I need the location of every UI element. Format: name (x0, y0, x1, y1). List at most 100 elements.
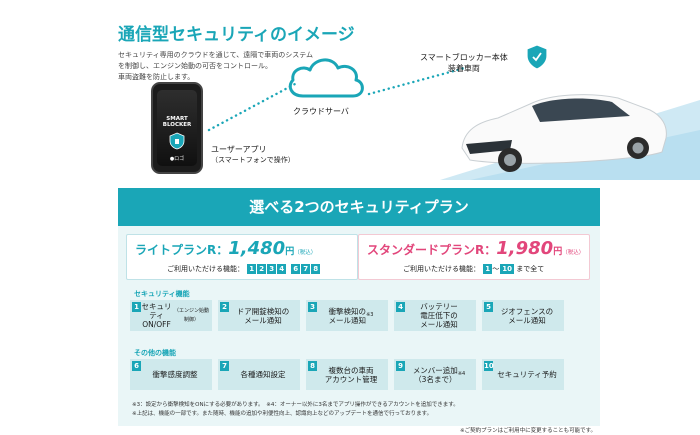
shield-icon (526, 44, 548, 70)
feature-chip: 3 (267, 264, 277, 274)
plan-unit: 円 (553, 247, 563, 257)
feature-text: 衝撃感度調整 (140, 359, 210, 390)
cloud-label: クラウドサーバ (293, 107, 349, 116)
description-line: 車両盗難を防止します。 (118, 73, 195, 81)
feature-label: メンバー追加 （3名まで） (412, 365, 458, 384)
feature-text: ジオフェンスの メール通知 (492, 300, 562, 331)
plan-features: ご利用いただける機能： 1〜10 まで全て (403, 264, 544, 274)
plan-price: 1,480 (228, 238, 286, 259)
app-label-title: ユーザーアプリ (211, 145, 267, 154)
note-line: ※3：設定から衝撃検知をONにする必要があります。 ※4：オーナー以外に3名まで… (132, 402, 459, 408)
feature-label: 複数台の車両 アカウント管理 (324, 365, 378, 384)
feature-text: 複数台の車両 アカウント管理 (316, 359, 386, 390)
feature-number: 5 (484, 302, 493, 312)
feature-chip: 1 (483, 264, 493, 274)
note-line: ※上記は、機能の一部です。また随時、機能の追加や利便性向上、認識向上などのアップ… (132, 411, 433, 417)
plan-name: スタンダードプランR：1,980円（税込） (367, 238, 584, 259)
feature-chip: 2 (257, 264, 267, 274)
car-label: スマートブロッカー本体 装着車両 (420, 52, 508, 74)
cloud-icon (288, 58, 364, 98)
feature-chip: 1 (247, 264, 257, 274)
feature-sub: ※4 (457, 371, 466, 377)
plan-unit: 円 (285, 247, 295, 257)
phone-logo: SMART BLOCKER (162, 116, 192, 128)
car-label-line: スマートブロッカー本体 (420, 53, 508, 62)
feature-label: 衝撃感度調整 (152, 370, 198, 379)
feature-sub: （エンジン始動制御） (173, 307, 209, 323)
plan-tax: （税込） (562, 250, 585, 256)
feature-chip: 7 (301, 264, 311, 274)
notes: ※3：設定から衝撃検知をONにする必要があります。 ※4：オーナー以外に3名まで… (132, 401, 459, 419)
feature-tile: 5 ジオフェンスの メール通知 (482, 300, 564, 331)
feature-text: 各種通知設定 (228, 359, 298, 390)
feature-number: 10 (484, 361, 494, 371)
shield-icon (169, 132, 185, 150)
feature-text: ドア開錠検知の メール通知 (228, 300, 298, 331)
features-label: ご利用いただける機能： (167, 265, 244, 273)
phone-cloud-connector (207, 82, 297, 132)
feature-text: メンバー追加 （3名まで）※4 (404, 359, 474, 390)
plan-name: ライトプランR：1,480円（税込） (135, 238, 316, 259)
plan-price: 1,980 (496, 238, 554, 259)
feature-text: セキュリティ ON/OFF（エンジン始動制御） (140, 300, 210, 331)
feature-label: ジオフェンスの メール通知 (500, 306, 554, 325)
cloud-car-connector (367, 66, 467, 96)
car-label-line: 装着車両 (447, 64, 480, 73)
app-label: ユーザーアプリ （スマートフォンで操作） (211, 144, 295, 166)
feature-label: セキュリティ ON/OFF (141, 302, 172, 329)
feature-label: 衝撃検知の メール通知 (328, 306, 367, 325)
feature-number: 9 (396, 361, 405, 371)
feature-number: 4 (396, 302, 405, 312)
app-label-sub: （スマートフォンで操作） (211, 156, 295, 164)
feature-number: 6 (132, 361, 141, 371)
car-image (440, 94, 700, 180)
smartphone-image: SMART BLOCKER ●ロゴ (151, 82, 203, 174)
feature-chip: 8 (311, 264, 321, 274)
feature-chip: 4 (277, 264, 287, 274)
feature-label: セキュリティ予約 (497, 370, 557, 379)
feature-label: ドア開錠検知の メール通知 (236, 306, 290, 325)
phone-screen: SMART BLOCKER ●ロゴ (157, 90, 197, 166)
feature-label: バッテリー 電圧低下の メール通知 (420, 302, 458, 329)
phone-footer: ●ロゴ (169, 156, 185, 162)
feature-number: 3 (308, 302, 317, 312)
range-separator: 〜 (492, 265, 500, 273)
feature-text: バッテリー 電圧低下の メール通知 (404, 300, 474, 331)
feature-label: 各種通知設定 (240, 370, 286, 379)
features-label: ご利用いただける機能： (403, 265, 480, 273)
feature-chip: 10 (500, 264, 514, 274)
feature-number: 7 (220, 361, 229, 371)
plans-panel: 選べる2つのセキュリティプラン ライトプランR：1,480円（税込） ご利用いた… (118, 188, 600, 426)
feature-tile: 4 バッテリー 電圧低下の メール通知 (394, 300, 476, 331)
hero-title: 通信型セキュリティのイメージ (118, 25, 355, 45)
hero-description: セキュリティ専用のクラウドを通じて、遠隔で車両のシステム を制御し、エンジン始動… (118, 50, 338, 83)
feature-text: セキュリティ予約 (492, 359, 562, 390)
feature-tile: 6 衝撃感度調整 (130, 359, 212, 390)
plan-card-standard[interactable]: スタンダードプランR：1,980円（税込） ご利用いただける機能： 1〜10 ま… (358, 234, 590, 280)
feature-sub: ※3 (366, 312, 374, 318)
plan-title: ライトプランR： (135, 243, 229, 257)
plan-title: スタンダードプランR： (367, 243, 497, 257)
feature-number: 2 (220, 302, 229, 312)
feature-text: 衝撃検知の メール通知※3 (316, 300, 386, 331)
security-features-label: セキュリティ機能 (134, 290, 190, 298)
other-features-label: その他の機能 (134, 349, 176, 357)
feature-tile: 8 複数台の車両 アカウント管理 (306, 359, 388, 390)
description-line: セキュリティ専用のクラウドを通じて、遠隔で車両のシステム (118, 51, 314, 59)
plan-tax: （税込） (294, 250, 317, 256)
feature-number: 8 (308, 361, 317, 371)
footnote: ※ご契約プランはご利用中に変更することも可能です。 (460, 428, 597, 434)
feature-chip: 6 (291, 264, 301, 274)
feature-tile: 7 各種通知設定 (218, 359, 300, 390)
plans-header: 選べる2つのセキュリティプラン (118, 188, 600, 226)
description-line: を制御し、エンジン始動の可否をコントロール。 (118, 62, 272, 70)
feature-tile: 2 ドア開錠検知の メール通知 (218, 300, 300, 331)
feature-number: 1 (132, 302, 141, 312)
range-suffix: まで全て (516, 265, 545, 273)
